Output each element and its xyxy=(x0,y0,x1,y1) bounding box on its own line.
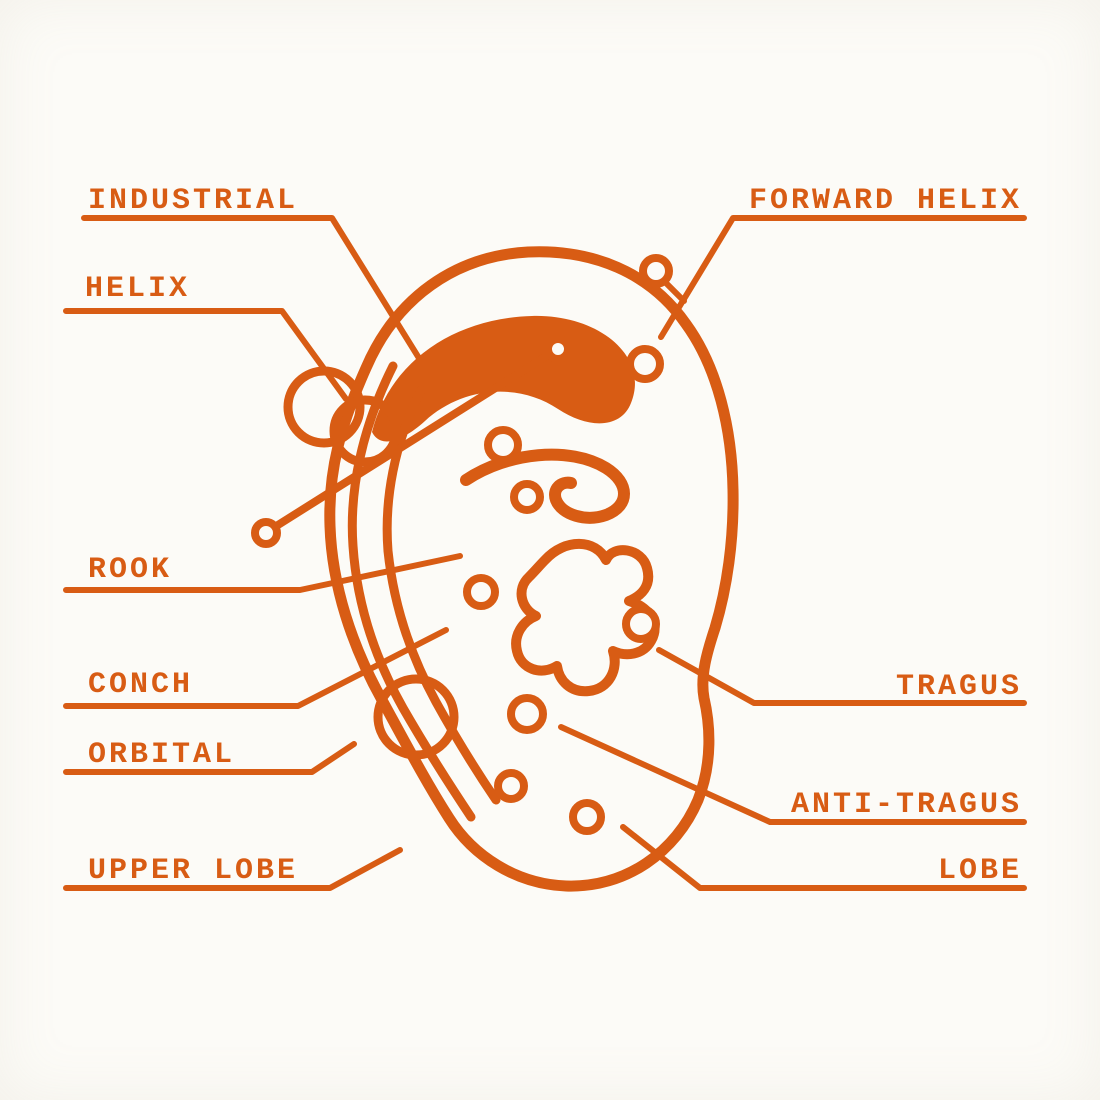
helix-hoop-2 xyxy=(329,395,401,467)
leader-line-lobe xyxy=(620,824,1027,891)
label-upper-lobe: UPPER LOBE xyxy=(88,854,299,888)
leader-line-orbital xyxy=(63,741,357,775)
industrial-barbell-ball-bottom xyxy=(251,518,281,548)
stud-upper-lobe xyxy=(494,769,528,803)
label-anti-tragus: ANTI-TRAGUS xyxy=(790,788,1022,822)
helix-rim-outer-line xyxy=(347,361,476,822)
stud-anti-tragus xyxy=(507,694,547,734)
stud-upper-helix xyxy=(484,426,522,464)
leader-line-tragus xyxy=(656,647,1027,706)
label-orbital: ORBITAL xyxy=(88,738,236,772)
stud-conch-left xyxy=(463,574,499,610)
label-conch: CONCH xyxy=(88,668,194,702)
leader-line-helix xyxy=(63,308,349,402)
leader-line-upper-lobe xyxy=(63,847,403,891)
jewelry xyxy=(251,254,687,835)
label-industrial: INDUSTRIAL xyxy=(88,184,299,218)
helix-hoop-1 xyxy=(283,366,365,448)
stud-tragus xyxy=(622,605,660,643)
forward-helix-stud-upper xyxy=(639,254,673,288)
stud-rook xyxy=(510,480,544,514)
leader-line-forward-helix xyxy=(658,215,1027,340)
forward-helix-post xyxy=(661,278,687,304)
leader-line-rook xyxy=(63,553,463,593)
orbital-ring xyxy=(373,674,459,760)
forward-helix-stud-lower xyxy=(626,345,664,383)
helix-rim-inner-line xyxy=(382,385,501,805)
label-tragus: TRAGUS xyxy=(895,670,1022,704)
industrial-barbell xyxy=(266,346,560,534)
leader-lines xyxy=(63,215,1027,891)
concha-blob xyxy=(511,538,660,697)
industrial-barbell-ball-top xyxy=(544,335,572,363)
leader-line-conch xyxy=(63,627,449,709)
label-helix: HELIX xyxy=(85,272,191,306)
label-lobe: LOBE xyxy=(937,854,1022,888)
leader-line-anti-tragus xyxy=(558,724,1027,825)
stud-lobe xyxy=(569,799,605,835)
ear-anatomy xyxy=(324,246,739,892)
label-rook: ROOK xyxy=(88,553,173,587)
label-forward-helix: FORWARD HELIX xyxy=(748,184,1022,218)
antihelix-curl xyxy=(460,448,630,524)
ear-outline xyxy=(324,246,739,892)
leader-line-industrial xyxy=(81,215,443,395)
